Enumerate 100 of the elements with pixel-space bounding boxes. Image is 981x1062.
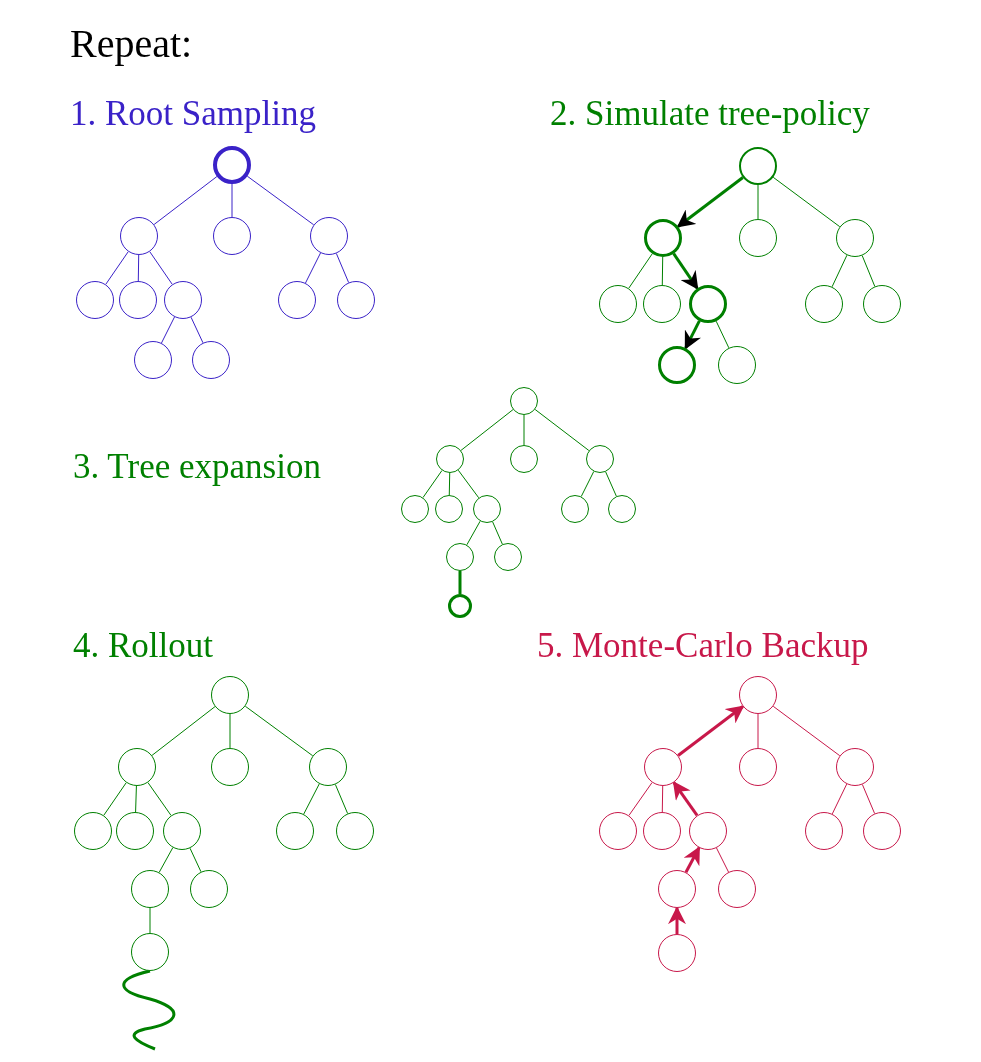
tree-node-circle <box>739 676 777 714</box>
tree-branch-line <box>246 175 315 226</box>
tree-branch-line <box>189 847 202 873</box>
tree-node-circle <box>836 748 874 786</box>
tree-branch-line <box>303 783 320 815</box>
tree-branch-line <box>334 784 349 814</box>
tree-node-circle <box>190 870 228 908</box>
tree-node-circle <box>211 748 249 786</box>
tree-node-circle <box>718 870 756 908</box>
tree-node-circle <box>689 285 727 323</box>
tree-branch-line <box>448 472 451 496</box>
tree-branch-line <box>151 706 216 756</box>
tree-node-circle <box>658 870 696 908</box>
tree-node-circle <box>134 341 172 379</box>
tree-branch-line <box>305 252 321 284</box>
tree-branch-line <box>457 469 480 499</box>
tree-node-circle <box>211 676 249 714</box>
tree-node-circle <box>74 812 112 850</box>
tree-branch-line <box>466 520 481 546</box>
tree-branch-line <box>135 785 137 813</box>
tree-node-circle <box>448 594 472 618</box>
tree-branch-line <box>523 414 525 446</box>
tree-branch-line <box>231 183 233 218</box>
tree-node-circle <box>739 219 777 257</box>
tree-node-circle <box>805 285 843 323</box>
tree-branch-line <box>229 713 231 749</box>
wavy-rollout-line <box>122 969 176 1051</box>
tree-node-circle <box>131 933 169 971</box>
tree-branch-line <box>161 316 175 344</box>
tree-node-circle <box>213 146 251 184</box>
tree-node-circle <box>863 812 901 850</box>
tree-branch-line <box>628 253 653 289</box>
tree-node-circle <box>276 812 314 850</box>
tree-node-circle <box>213 217 251 255</box>
tree-branch-line <box>492 521 503 545</box>
arrow <box>668 906 686 934</box>
tree-branch-line <box>153 176 218 225</box>
tree-node-circle <box>278 281 316 319</box>
tree-node-circle <box>586 445 614 473</box>
tree-node-circle <box>658 346 696 384</box>
tree-node-circle <box>739 147 777 185</box>
tree-node-circle <box>435 495 463 523</box>
tree-branch-line <box>335 253 350 283</box>
arrow <box>672 781 699 817</box>
step-heading: 4. Rollout <box>73 627 214 666</box>
tree-node-circle <box>599 812 637 850</box>
tree-node-circle <box>510 387 538 415</box>
tree-branch-line <box>757 184 759 220</box>
arrow <box>683 846 701 873</box>
tree-node-circle <box>608 495 636 523</box>
tree-node-circle <box>310 217 348 255</box>
tree-node-circle <box>473 495 501 523</box>
tree-branch-line <box>534 409 590 451</box>
tree-node-circle <box>561 495 589 523</box>
tree-node-circle <box>436 445 464 473</box>
tree-branch-line <box>149 251 173 285</box>
tree-branch-line <box>147 782 172 816</box>
tree-branch-line <box>661 785 664 813</box>
tree-node-circle <box>192 341 230 379</box>
tree-branch-line <box>158 847 174 873</box>
tree-node-circle <box>836 219 874 257</box>
tree-node-circle <box>119 281 157 319</box>
tree-node-circle <box>658 934 696 972</box>
tree-branch-line <box>103 782 127 816</box>
tree-node-circle <box>116 812 154 850</box>
tree-branch-line <box>715 320 730 349</box>
tree-branch-line <box>149 907 151 934</box>
tree-branch-line <box>772 705 841 757</box>
tree-node-circle <box>643 812 681 850</box>
tree-node-circle <box>446 543 474 571</box>
tree-node-circle <box>494 543 522 571</box>
tree-node-circle <box>689 812 727 850</box>
tree-node-circle <box>309 748 347 786</box>
tree-node-circle <box>163 812 201 850</box>
tree-node-circle <box>805 812 843 850</box>
tree-branch-line <box>831 254 848 288</box>
arrow <box>684 320 701 350</box>
tree-node-circle <box>863 285 901 323</box>
tree-branch-line <box>137 254 140 282</box>
step-heading: 3. Tree expansion <box>73 448 321 487</box>
tree-branch-line <box>422 469 443 499</box>
tree-node-circle <box>510 445 538 473</box>
tree-branch-line <box>605 471 617 497</box>
tree-node-circle <box>164 281 202 319</box>
tree-branch-line <box>580 471 595 497</box>
tree-node-circle <box>718 346 756 384</box>
tree-branch-line <box>772 176 841 228</box>
tree-branch-line <box>244 705 314 757</box>
tree-node-circle <box>120 217 158 255</box>
tree-branch-line <box>661 256 664 286</box>
tree-node-circle <box>643 285 681 323</box>
step-heading: 5. Monte-Carlo Backup <box>537 627 869 666</box>
tree-branch-line <box>861 784 876 814</box>
tree-node-circle <box>644 219 682 257</box>
tree-node-circle <box>739 748 777 786</box>
tree-node-circle <box>76 281 114 319</box>
tree-node-circle <box>131 870 169 908</box>
tree-branch-line <box>628 782 653 816</box>
tree-node-circle <box>644 748 682 786</box>
tree-node-circle <box>337 281 375 319</box>
